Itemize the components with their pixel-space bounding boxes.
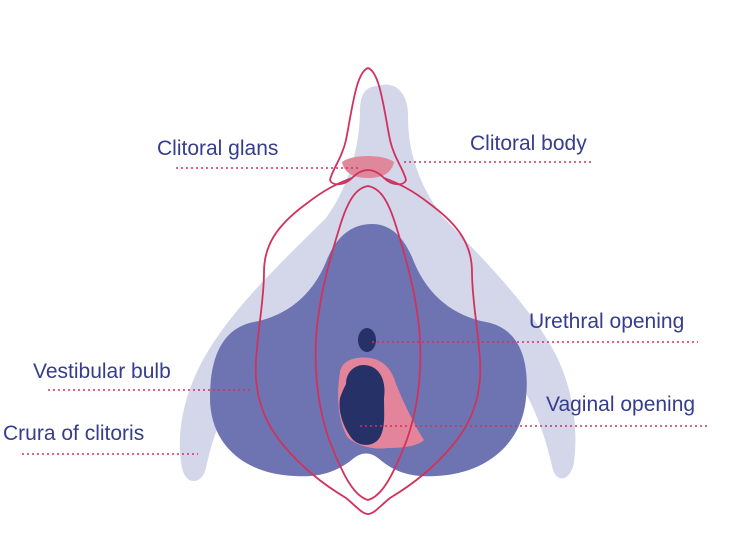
clitoral-hood-outline xyxy=(329,67,407,186)
urethral-opening-label: Urethral opening xyxy=(529,310,684,333)
urethral-opening-shape xyxy=(358,328,376,352)
vaginal-opening-shape xyxy=(339,364,385,445)
vestibular-bulb-label: Vestibular bulb xyxy=(33,360,171,383)
clitoral-glans-shape xyxy=(342,156,394,178)
labia-minora-outline xyxy=(314,185,422,501)
labia-majora-outline xyxy=(254,177,482,515)
vaginal-opening-label: Vaginal opening xyxy=(546,393,695,416)
crura-of-clitoris-label: Crura of clitoris xyxy=(3,422,144,445)
clitoral-body-label: Clitoral body xyxy=(470,132,587,155)
clitoral-glans-label: Clitoral glans xyxy=(157,137,278,160)
